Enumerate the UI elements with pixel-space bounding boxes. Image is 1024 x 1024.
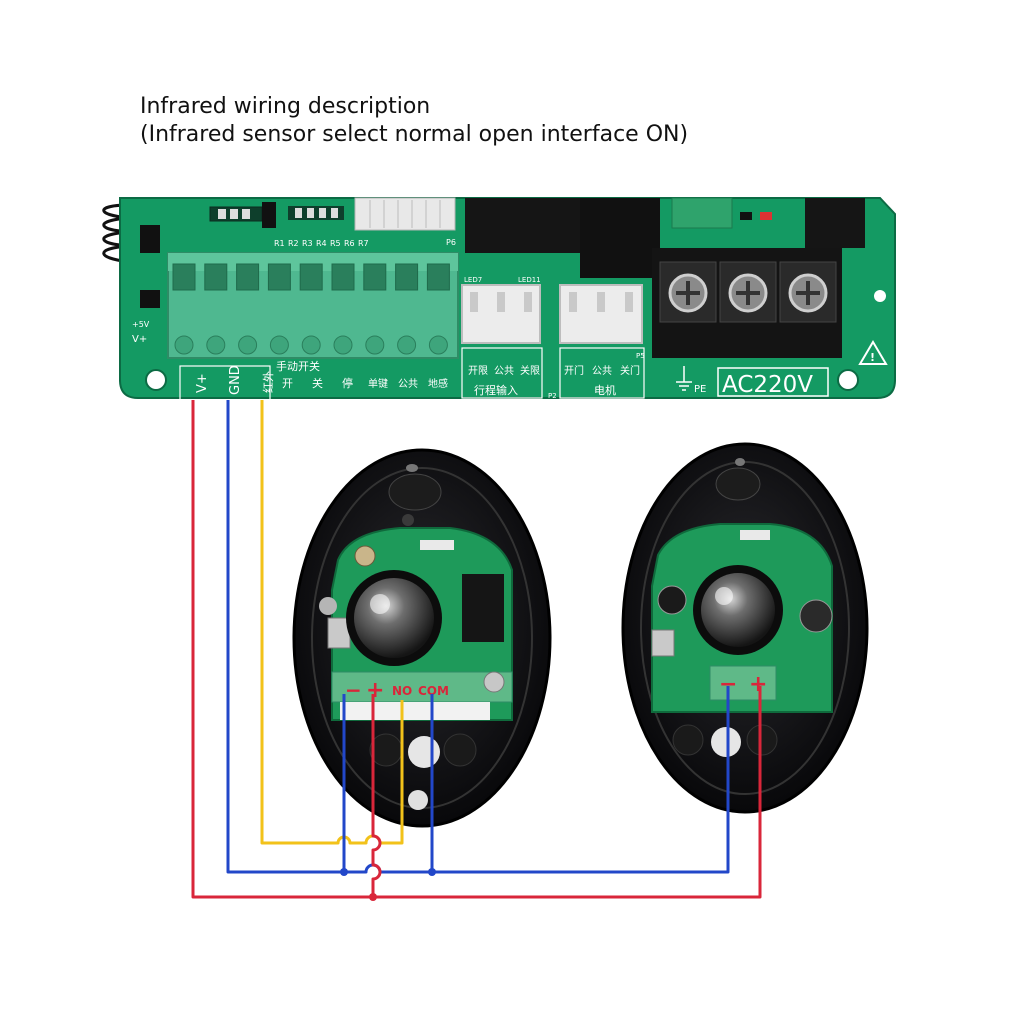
left-label-box — [179, 365, 271, 401]
led-label-7: LED7 — [464, 276, 482, 284]
label-open: 开 — [282, 377, 293, 390]
terminal-screw — [397, 335, 417, 355]
title-line-2: (Infrared sensor select normal open inte… — [140, 122, 689, 147]
label-close: 关 — [312, 376, 323, 390]
smd-components — [209, 202, 344, 228]
wire-red-receiver-plus — [371, 694, 382, 897]
label-ground-sensor: 地感 — [428, 377, 448, 390]
terminal-screw — [269, 335, 289, 355]
receiver-no-label: NO — [392, 684, 412, 698]
emitter-minus-label: − — [719, 672, 737, 697]
connector-label-p2: P2 — [548, 392, 557, 400]
relay-2 — [580, 198, 660, 278]
wires — [191, 400, 762, 899]
terminal-screw — [206, 335, 226, 355]
wire-junctions — [340, 868, 436, 901]
terminal-screw — [365, 335, 385, 355]
screw-heads — [668, 273, 828, 313]
mount-hole — [874, 290, 886, 302]
resistor-label: R2 — [288, 239, 299, 248]
terminal-screw — [238, 335, 258, 355]
resistor-label: R6 — [344, 239, 355, 248]
motor-connector — [559, 284, 643, 344]
junction-dot — [428, 868, 436, 876]
limit-connector — [461, 284, 541, 344]
vplus-small-label: V+ — [132, 334, 147, 345]
label-motor: 电机 — [594, 383, 616, 397]
motor-label-box — [559, 347, 645, 399]
label-limit-input: 行程输入 — [474, 383, 518, 397]
pin-header — [140, 225, 160, 253]
mount-hole — [145, 369, 167, 391]
resistor-label: R5 — [330, 239, 341, 248]
motor-labels: 开门 公共 关门 电机 — [564, 364, 640, 397]
label-infrared: 红外 — [262, 371, 275, 393]
label-common: 公共 — [398, 378, 418, 390]
receiver-minus-label: − — [345, 678, 362, 702]
relay-3 — [805, 198, 865, 248]
resistor-label: R3 — [302, 239, 313, 248]
terminal-slot — [267, 263, 291, 291]
terminal-screw — [428, 335, 448, 355]
terminal-slot — [363, 263, 387, 291]
junction-dot — [369, 893, 377, 901]
power-label: AC220V — [722, 372, 813, 398]
label-motor-open: 开门 — [564, 364, 584, 377]
receiver-sensor: − + NO COM — [292, 448, 552, 828]
ground-icon — [676, 366, 692, 391]
title-line-1: Infrared wiring description — [140, 94, 431, 119]
terminal-slot — [299, 263, 323, 291]
terminal-slot — [395, 263, 419, 291]
led-label-11: LED11 — [518, 276, 541, 284]
receiver-plus-label: + — [366, 678, 384, 703]
terminal-slot — [236, 263, 260, 291]
warning-icon — [858, 340, 888, 365]
label-single-key: 单键 — [368, 377, 388, 390]
label-close-limit: 关限 — [520, 364, 540, 377]
svg-text:!: ! — [870, 351, 875, 364]
terminal-screw — [174, 335, 194, 355]
label-stop: 停 — [342, 376, 353, 390]
connector-label-p5: P5 — [636, 352, 645, 360]
limit-labels: 开限 公共 关限 行程输入 — [468, 364, 540, 397]
pe-label: PE — [694, 384, 706, 395]
terminal-screw — [301, 335, 321, 355]
label-limit-common: 公共 — [494, 365, 514, 377]
terminal-screw — [333, 335, 353, 355]
emitter-plus-label: + — [749, 672, 767, 697]
plus5v-label: +5V — [132, 320, 150, 329]
terminal-slot — [426, 263, 450, 291]
mount-hole — [837, 369, 859, 391]
manual-switch-items: 开 关 停 单键 公共 地感 — [282, 376, 448, 390]
left-labels: V+ GND 红外 — [195, 365, 275, 395]
label-motor-close: 关门 — [620, 364, 640, 377]
header-connector-p6 — [354, 197, 456, 231]
control-board: +5V V+ R1 R2 R3 R4 R5 R6 R7 — [102, 197, 896, 401]
junction-dot — [340, 868, 348, 876]
wire-red-vplus — [191, 400, 762, 899]
resistor-label: R4 — [316, 239, 327, 248]
label-motor-common: 公共 — [592, 365, 612, 377]
limit-label-box — [461, 347, 543, 399]
terminal-slots — [172, 263, 450, 355]
resistor-labels: R1 R2 R3 R4 R5 R6 R7 — [274, 239, 369, 248]
resistor-label: R7 — [358, 239, 369, 248]
terminal-slot — [204, 263, 228, 291]
label-vplus: V+ — [195, 373, 210, 393]
terminal-slot — [331, 263, 355, 291]
resistor-label: R1 — [274, 239, 285, 248]
label-gnd: GND — [228, 365, 243, 395]
manual-switch-label: 手动开关 — [276, 359, 320, 373]
terminal-slot — [172, 263, 196, 291]
connector-label-p6: P6 — [446, 238, 456, 247]
receiver-com-label: COM — [418, 684, 449, 698]
label-open-limit: 开限 — [468, 365, 488, 377]
title-block: Infrared wiring description (Infrared se… — [140, 93, 688, 149]
small-terminal — [671, 197, 733, 229]
relay-1 — [465, 198, 580, 253]
emitter-sensor: − + — [621, 442, 869, 814]
